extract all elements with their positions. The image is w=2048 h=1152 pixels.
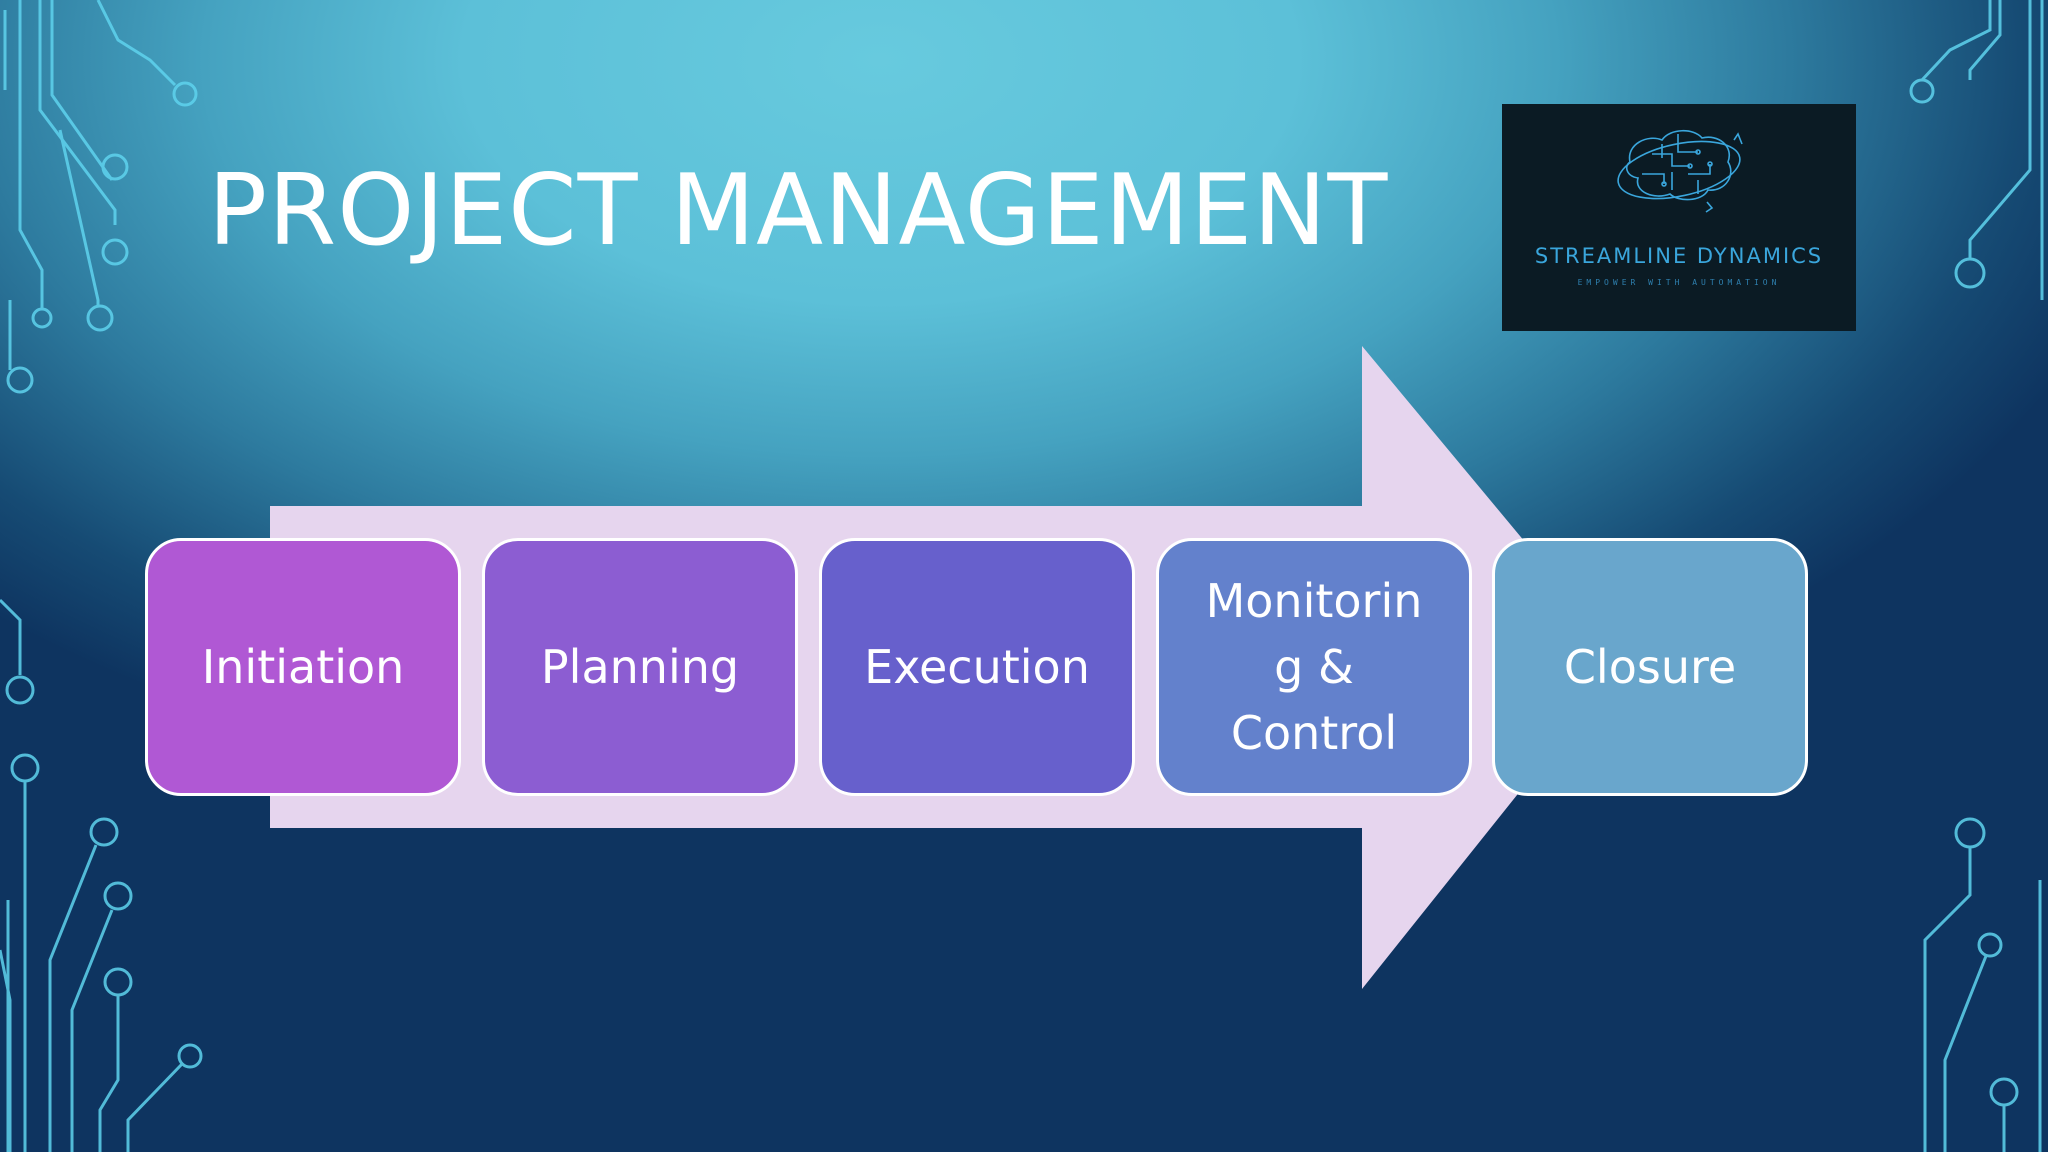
circuit-node [89, 817, 119, 847]
circuit-trace [98, 996, 120, 1152]
circuit-node [31, 307, 53, 329]
circuit-node [6, 366, 34, 394]
circuit-trace [38, 0, 117, 225]
circuit-node [172, 81, 198, 107]
circuit-trace [18, 0, 44, 310]
circuit-node [1954, 257, 1986, 289]
circuit-trace [1923, 848, 1972, 1152]
circuit-trace [96, 0, 177, 87]
circuit-trace [1943, 955, 1988, 1152]
circuit-trace [0, 598, 22, 675]
circuit-node [5, 675, 35, 705]
step-monitoring-control: Monitorin g & Control [1156, 538, 1472, 796]
circuit-node [103, 881, 133, 911]
logo-tagline: EMPOWER WITH AUTOMATION [1577, 278, 1781, 287]
circuit-trace [58, 129, 100, 305]
circuit-node [177, 1043, 203, 1069]
step-label: Monitorin g & Control [1205, 574, 1423, 760]
slide-title: PROJECT MANAGEMENT [208, 154, 1389, 268]
circuit-trace [1968, 0, 2002, 80]
step-label: Initiation [201, 640, 405, 694]
circuit-trace [0, 949, 12, 1152]
circuit-trace [50, 0, 114, 181]
circuit-trace [1968, 0, 2032, 258]
circuit-node [1977, 932, 2003, 958]
step-execution: Execution [819, 538, 1135, 796]
circuit-node [101, 238, 129, 266]
circuit-trace [1920, 0, 1992, 82]
logo-company-name: STREAMLINE DYNAMICS [1534, 244, 1824, 268]
circuit-trace [70, 909, 114, 1152]
step-label: Planning [540, 640, 740, 694]
circuit-trace [48, 844, 98, 1152]
step-label: Execution [864, 640, 1090, 694]
circuit-node [10, 753, 40, 783]
circuit-node [1989, 1077, 2019, 1107]
company-logo: STREAMLINE DYNAMICS EMPOWER WITH AUTOMAT… [1502, 104, 1856, 331]
circuit-brain-icon [1617, 129, 1743, 213]
circuit-trace [126, 1062, 184, 1152]
circuit-node [103, 967, 133, 997]
step-planning: Planning [482, 538, 798, 796]
step-label: Closure [1563, 640, 1737, 694]
circuit-node [86, 304, 114, 332]
step-initiation: Initiation [145, 538, 461, 796]
step-closure: Closure [1492, 538, 1808, 796]
circuit-node [1954, 817, 1986, 849]
